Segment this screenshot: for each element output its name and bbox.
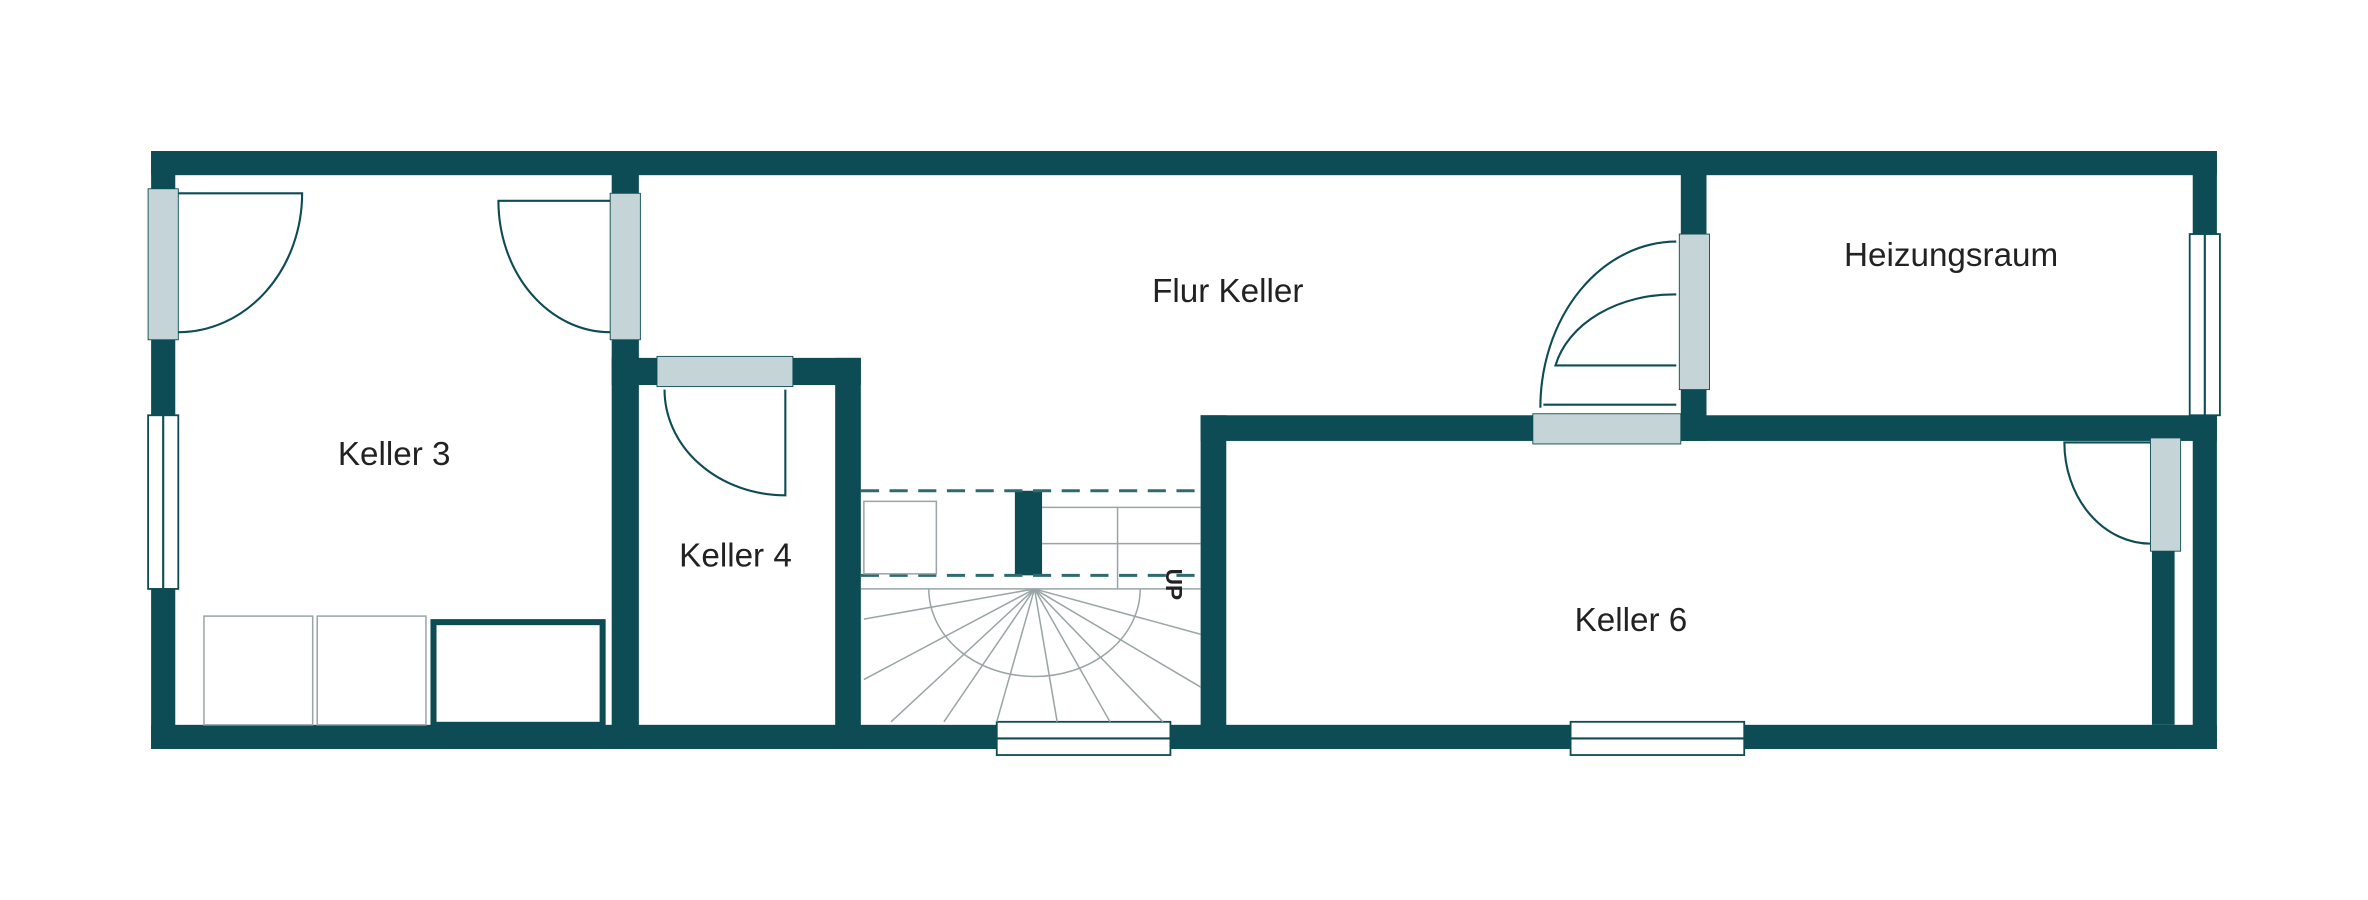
cabinet-1 — [203, 615, 314, 726]
door-swing-keller3-right — [497, 199, 611, 334]
stairs-up-label: UP — [1161, 569, 1187, 600]
stair-tread-line — [943, 588, 1036, 723]
wall-keller6-top — [1200, 415, 2217, 441]
stair-tread-line — [1033, 588, 1111, 723]
door-frame-keller3-left — [147, 188, 179, 341]
door-frame-keller6-right — [2149, 437, 2182, 552]
window-keller6 — [1569, 720, 1746, 756]
window-keller3 — [147, 414, 180, 590]
stair-tread-line — [1033, 588, 1058, 722]
window-heizung — [2188, 233, 2221, 417]
windows — [147, 233, 2221, 756]
door-frames — [147, 188, 2182, 552]
stair-tread-line — [890, 588, 1036, 723]
stair-tread-line — [863, 588, 1035, 681]
door-swing-keller4 — [663, 389, 787, 497]
door-frame-keller4 — [656, 355, 794, 388]
furniture-keller3 — [203, 615, 606, 728]
room-label-heizungsraum: Heizungsraum — [1844, 237, 2058, 274]
door-swing-heizung-outer — [1539, 240, 1677, 408]
room-label-keller-3: Keller 3 — [338, 436, 451, 473]
room-label-keller-6: Keller 6 — [1575, 602, 1688, 639]
wall-keller4-right — [835, 357, 861, 749]
cabinet-3 — [430, 619, 606, 728]
door-swing-keller6 — [2063, 441, 2151, 545]
cabinet-2 — [316, 615, 427, 726]
staircase: UP — [860, 489, 1201, 723]
room-label-flur-keller: Flur Keller — [1152, 273, 1303, 310]
door-swings — [178, 192, 2151, 545]
room-label-keller-4: Keller 4 — [679, 537, 792, 574]
stair-tread-line — [1033, 588, 1164, 723]
outer-wall-bottom — [151, 724, 2217, 749]
stair-tread-line — [863, 588, 1035, 620]
wall-stair-center — [1014, 490, 1043, 576]
door-frame-keller6-top — [1532, 413, 1682, 445]
stair-tread-line — [1034, 588, 1201, 635]
outer-wall-top — [151, 151, 2217, 176]
door-swing-keller3-left — [178, 192, 304, 334]
stair-tread-line — [1034, 588, 1201, 688]
stair-treads — [863, 588, 1201, 723]
door-swing-heizung-inner — [1554, 293, 1677, 367]
window-stairs — [995, 720, 1172, 756]
door-frame-heizung — [1678, 233, 1710, 391]
door-frame-keller3-right — [609, 192, 641, 341]
stair-tread-line — [996, 588, 1036, 723]
wall-keller6-left — [1200, 415, 1227, 749]
